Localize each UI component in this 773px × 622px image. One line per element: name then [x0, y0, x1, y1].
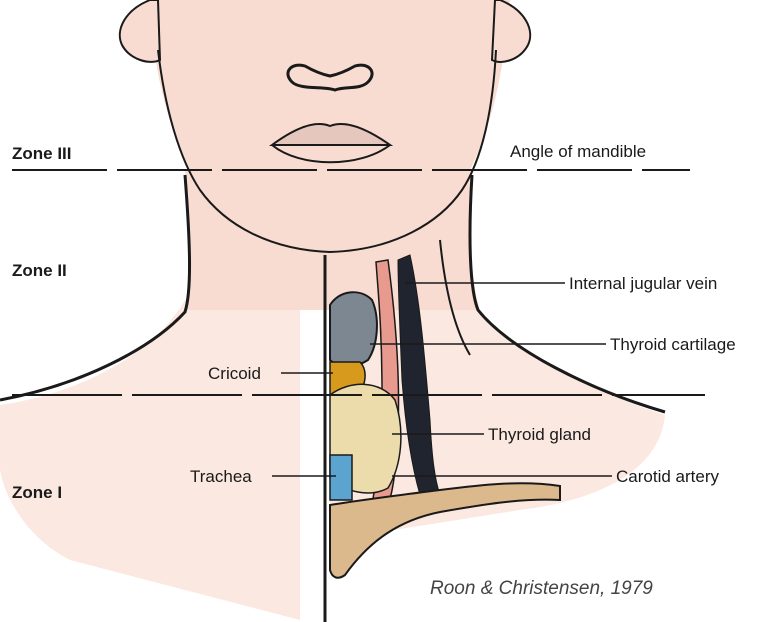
shoulders-chest	[0, 300, 300, 620]
angle-of-mandible-label: Angle of mandible	[510, 142, 646, 161]
thyroid-cartilage	[330, 292, 377, 366]
right-ear	[492, 0, 530, 62]
cricoid-label: Cricoid	[208, 364, 261, 383]
zone2-label: Zone II	[12, 261, 67, 280]
internal-jugular-vein-label: Internal jugular vein	[569, 274, 717, 293]
thyroid-gland-label: Thyroid gland	[488, 425, 591, 444]
zone3-label: Zone III	[12, 144, 72, 163]
zone1-label: Zone I	[12, 483, 62, 502]
trachea-label: Trachea	[190, 467, 252, 486]
trachea	[330, 455, 352, 500]
carotid-artery-label: Carotid artery	[616, 467, 719, 486]
left-ear	[120, 0, 160, 62]
thyroid-cartilage-label: Thyroid cartilage	[610, 335, 736, 354]
citation-text: Roon & Christensen, 1979	[430, 578, 653, 599]
